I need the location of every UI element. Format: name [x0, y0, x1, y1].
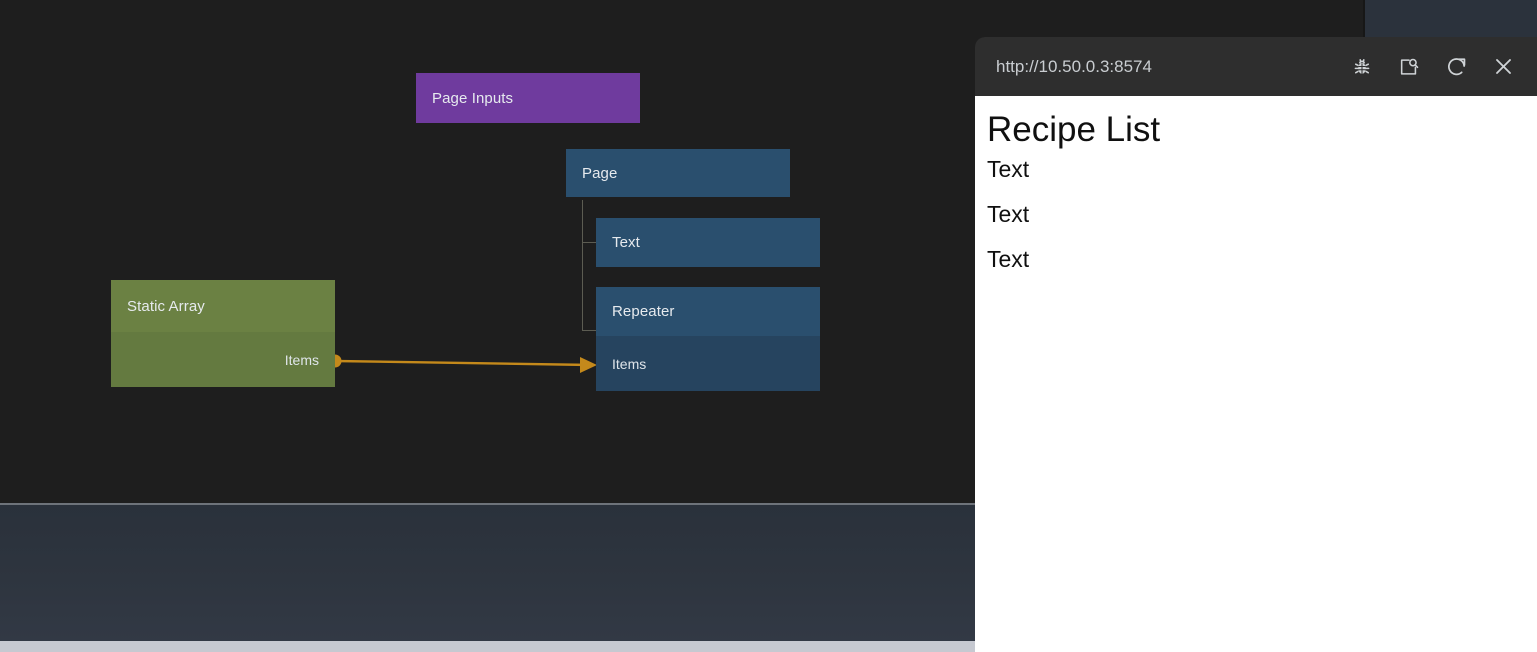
- tree-connector-line: [582, 200, 583, 331]
- tree-connector-stub: [583, 242, 596, 243]
- reload-icon[interactable]: [1441, 52, 1471, 82]
- node-page-inputs[interactable]: Page Inputs: [416, 73, 640, 123]
- port-items-input[interactable]: Items: [596, 336, 820, 391]
- node-page[interactable]: Page: [566, 149, 790, 197]
- node-repeater[interactable]: Repeater Items: [596, 287, 820, 391]
- preview-title: Recipe List: [987, 110, 1161, 149]
- bottom-status-strip: [0, 641, 1537, 652]
- preview-list-item: Text: [987, 155, 1030, 182]
- node-title: Static Array: [111, 280, 335, 332]
- bug-icon[interactable]: [1347, 52, 1377, 82]
- port-items-output[interactable]: Items: [111, 332, 335, 387]
- url-field[interactable]: http://10.50.0.3:8574: [996, 56, 1152, 76]
- node-title: Text: [596, 218, 820, 267]
- tree-connector-stub: [583, 330, 596, 331]
- connection-wire: [334, 359, 593, 367]
- browser-toolbar: http://10.50.0.3:8574: [975, 37, 1537, 96]
- port-label: Items: [284, 351, 319, 368]
- node-ports: Items: [596, 336, 820, 391]
- preview-list-item: Text: [987, 245, 1030, 272]
- node-title: Repeater: [596, 287, 820, 336]
- node-title: Page: [566, 149, 790, 197]
- node-static-array[interactable]: Static Array Items: [111, 280, 335, 387]
- preview-content: Recipe List Text Text Text: [975, 96, 1537, 652]
- preview-list-item: Text: [987, 200, 1030, 227]
- browser-preview-window[interactable]: http://10.50.0.3:8574: [975, 37, 1537, 652]
- node-text[interactable]: Text: [596, 218, 820, 267]
- node-title: Page Inputs: [416, 73, 640, 123]
- port-label: Items: [612, 355, 647, 372]
- inspect-icon[interactable]: [1394, 52, 1424, 82]
- pane-splitter[interactable]: [0, 503, 1537, 505]
- close-icon[interactable]: [1488, 52, 1518, 82]
- toolbar-actions: [1347, 52, 1537, 82]
- node-ports: Items: [111, 332, 335, 387]
- input-port-arrow[interactable]: [580, 357, 597, 373]
